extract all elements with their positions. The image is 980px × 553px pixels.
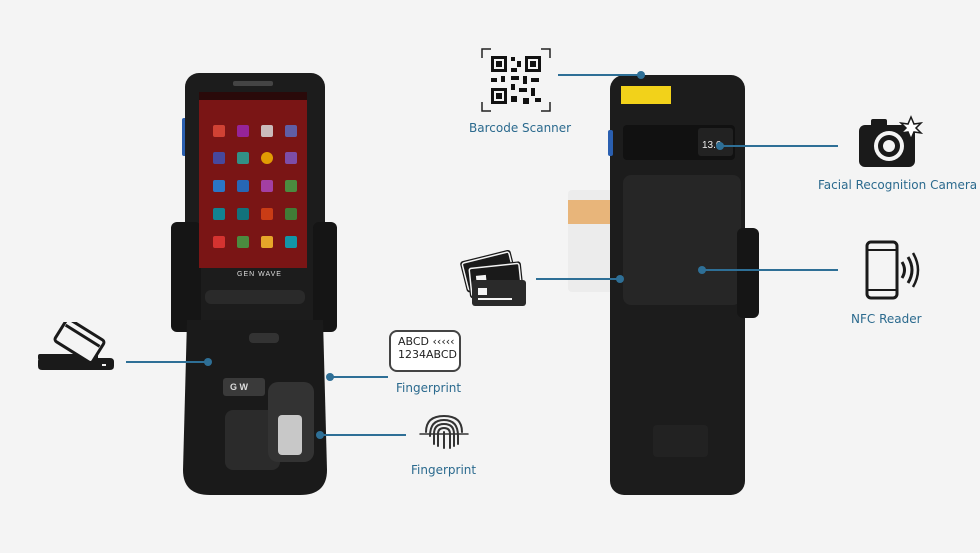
callout-dot-camera <box>716 142 724 150</box>
callout-dot-nfc <box>698 266 706 274</box>
device-back <box>568 75 759 495</box>
callout-dot-mrz <box>326 373 334 381</box>
label-fingerprint-2: Fingerprint <box>411 463 477 477</box>
callout-dot-barcode <box>637 71 645 79</box>
callout-dot-swipe <box>204 358 212 366</box>
callout-line-nfc <box>704 269 838 271</box>
callout-line-camera <box>722 145 838 147</box>
card-swipe-icon <box>38 322 114 370</box>
label-nfc-reader: NFC Reader <box>851 312 922 326</box>
callout-line-barcode <box>558 74 640 76</box>
label-facial-recognition-camera: Facial Recognition Camera <box>818 178 978 192</box>
label-fingerprint-1: Fingerprint <box>396 381 462 395</box>
callout-dot-fingerprint <box>316 431 324 439</box>
qr-code-icon <box>481 48 551 112</box>
device-front <box>171 73 337 495</box>
nfc-phone-icon <box>865 240 920 300</box>
camera-readout: 13.0 <box>702 140 722 151</box>
callout-line-mrz <box>330 376 388 378</box>
mrz-line-1: ABCD ‹‹‹‹‹ <box>398 335 455 348</box>
mrz-line-2: 1234ABCD <box>398 348 458 361</box>
brand-text: GEN WAVE <box>237 271 282 278</box>
logo-text: G W <box>230 382 248 392</box>
camera-icon <box>859 115 924 167</box>
label-barcode-scanner: Barcode Scanner <box>469 121 572 135</box>
callout-dot-card <box>616 275 624 283</box>
mrz-document-icon: ABCD ‹‹‹‹‹ 1234ABCD <box>389 330 461 372</box>
callout-line-swipe <box>126 361 208 363</box>
credit-cards-icon <box>460 249 526 306</box>
callout-line-card <box>536 278 620 280</box>
callout-line-fingerprint <box>322 434 406 436</box>
fingerprint-icon <box>419 414 469 449</box>
